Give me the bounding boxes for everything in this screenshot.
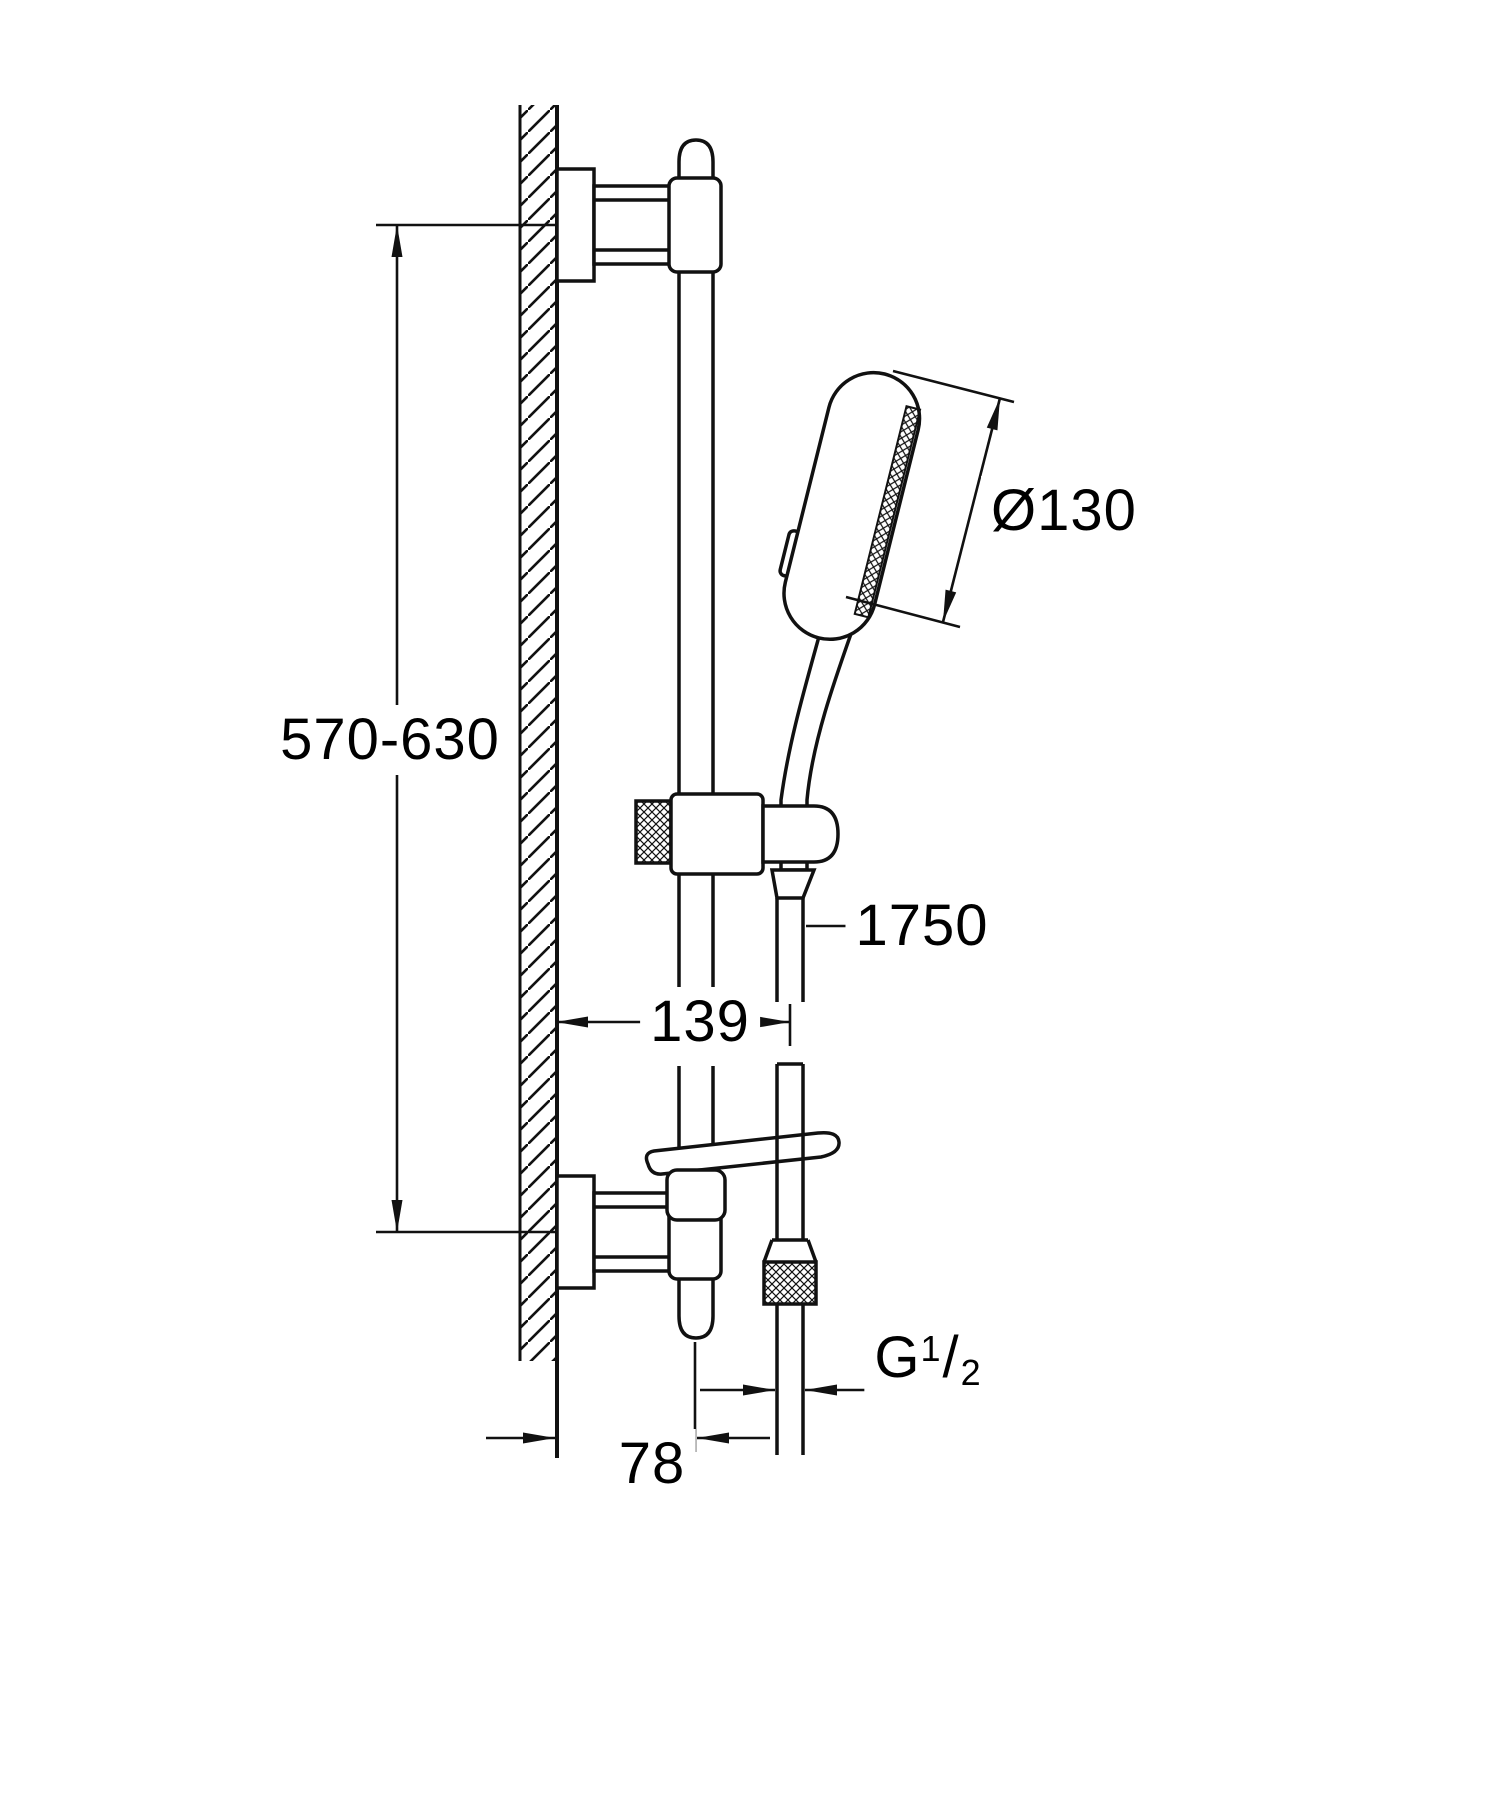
rail-upper-segment bbox=[677, 138, 715, 1002]
label-rail-height: 570-630 bbox=[270, 705, 510, 775]
thread-numerator: 1 bbox=[920, 1328, 942, 1369]
head-diameter-extension-bottom bbox=[845, 595, 961, 629]
soap-dish-clamp bbox=[665, 1168, 727, 1222]
spray-face bbox=[853, 405, 922, 619]
bottom-bracket-escutcheon bbox=[555, 1174, 596, 1290]
thread-denominator: 2 bbox=[960, 1352, 982, 1393]
label-thread-size: G1/2 bbox=[864, 1323, 992, 1393]
slider-holder bbox=[634, 792, 840, 876]
label-wall-to-rail: 78 bbox=[608, 1429, 696, 1499]
bottom-wall-bracket bbox=[555, 1174, 723, 1290]
hand-shower bbox=[778, 370, 922, 872]
top-bracket-escutcheon bbox=[555, 167, 596, 283]
top-bracket-rail-clamp bbox=[667, 176, 723, 274]
hand-shower-head bbox=[778, 370, 922, 642]
fitting-cone-edge bbox=[762, 1239, 774, 1263]
top-wall-bracket bbox=[555, 167, 723, 283]
label-hose-length: 1750 bbox=[845, 891, 999, 961]
soap-dish-tray bbox=[644, 1130, 841, 1176]
handset-cradle bbox=[761, 804, 840, 864]
wall-hatch bbox=[520, 105, 557, 1361]
thread-slash: / bbox=[942, 1325, 960, 1390]
soap-dish bbox=[644, 1130, 841, 1222]
slider-body bbox=[669, 792, 765, 876]
head-diameter-dimension-line bbox=[941, 397, 1002, 623]
handle-hose-cone bbox=[769, 868, 817, 900]
shower-hose bbox=[762, 868, 818, 1455]
top-bracket-arm bbox=[592, 184, 681, 266]
hose-coupling-nut bbox=[762, 1260, 818, 1306]
fitting-cone-edge bbox=[806, 1239, 818, 1263]
shower-head-body bbox=[782, 370, 922, 642]
thread-letter: G bbox=[874, 1325, 921, 1390]
head-diameter-extension-top bbox=[892, 369, 1015, 404]
label-head-diameter: Ø130 bbox=[981, 476, 1147, 546]
label-wall-to-hose: 139 bbox=[640, 987, 760, 1057]
wall-section bbox=[518, 105, 559, 1458]
slider-lock-knob bbox=[634, 799, 673, 865]
